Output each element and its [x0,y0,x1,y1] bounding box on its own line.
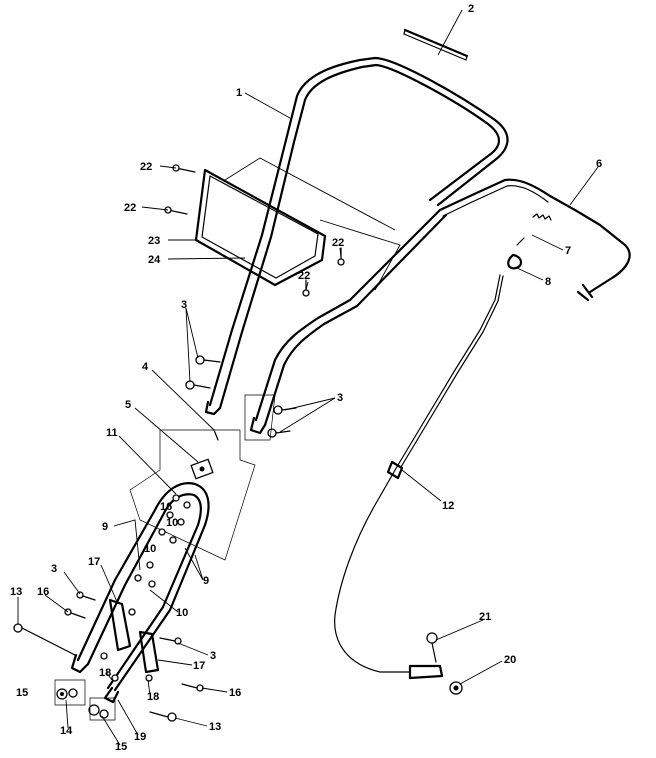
callout-17: 17 [88,556,100,568]
callout-18: 18 [147,691,159,703]
spring-and-clip [507,213,552,270]
handle-bolts-upper [185,355,297,438]
cable-end-hardware [426,632,463,695]
callout-16: 16 [37,586,49,598]
callout-7: 7 [565,245,571,257]
control-cable [334,274,504,680]
lower-handle [70,482,210,704]
callout-10: 10 [176,607,188,619]
callout-16: 16 [229,687,241,699]
callout-1: 1 [236,87,242,99]
callout-4: 4 [142,361,149,373]
lower-bolts-and-nuts [13,591,204,722]
callout-22: 22 [298,270,310,282]
callout-21: 21 [479,611,491,623]
callout-2: 2 [468,3,474,15]
callout-12: 12 [442,500,454,512]
callout-13: 13 [10,586,22,598]
callout-10: 10 [144,543,156,555]
leader-lines [17,9,599,746]
callout-labels: 2 1 6 22 22 23 24 22 22 7 8 3 3 4 5 11 1… [10,3,602,753]
callout-22: 22 [140,161,152,173]
callout-10: 10 [166,517,178,529]
callout-3: 3 [51,563,57,575]
callout-11: 11 [106,427,118,439]
callout-5: 5 [125,399,131,411]
callout-3: 3 [210,650,216,662]
callout-22: 22 [332,237,344,249]
mounting-brackets [108,598,160,674]
grip-pad [403,28,469,61]
callout-22: 22 [124,202,136,214]
callout-18: 18 [99,667,111,679]
callout-14: 14 [60,725,73,737]
callout-3: 3 [337,392,343,404]
control-bail [438,178,631,302]
callout-16: 16 [160,501,172,513]
callout-15: 15 [115,741,127,753]
callout-19: 19 [134,731,146,743]
control-panel-shield [194,157,401,291]
callout-17: 17 [193,660,205,672]
handle-bracket [129,394,276,561]
callout-9: 9 [203,575,209,587]
callout-15: 15 [16,687,28,699]
callout-9: 9 [102,521,108,533]
callout-13: 13 [209,721,221,733]
lower-handle-hardware [100,494,191,682]
callout-20: 20 [504,654,516,666]
callout-3: 3 [181,299,187,311]
callout-8: 8 [545,276,551,288]
upper-handle [204,56,509,435]
callout-24: 24 [148,254,161,266]
callout-23: 23 [148,235,160,247]
callout-6: 6 [596,158,602,170]
